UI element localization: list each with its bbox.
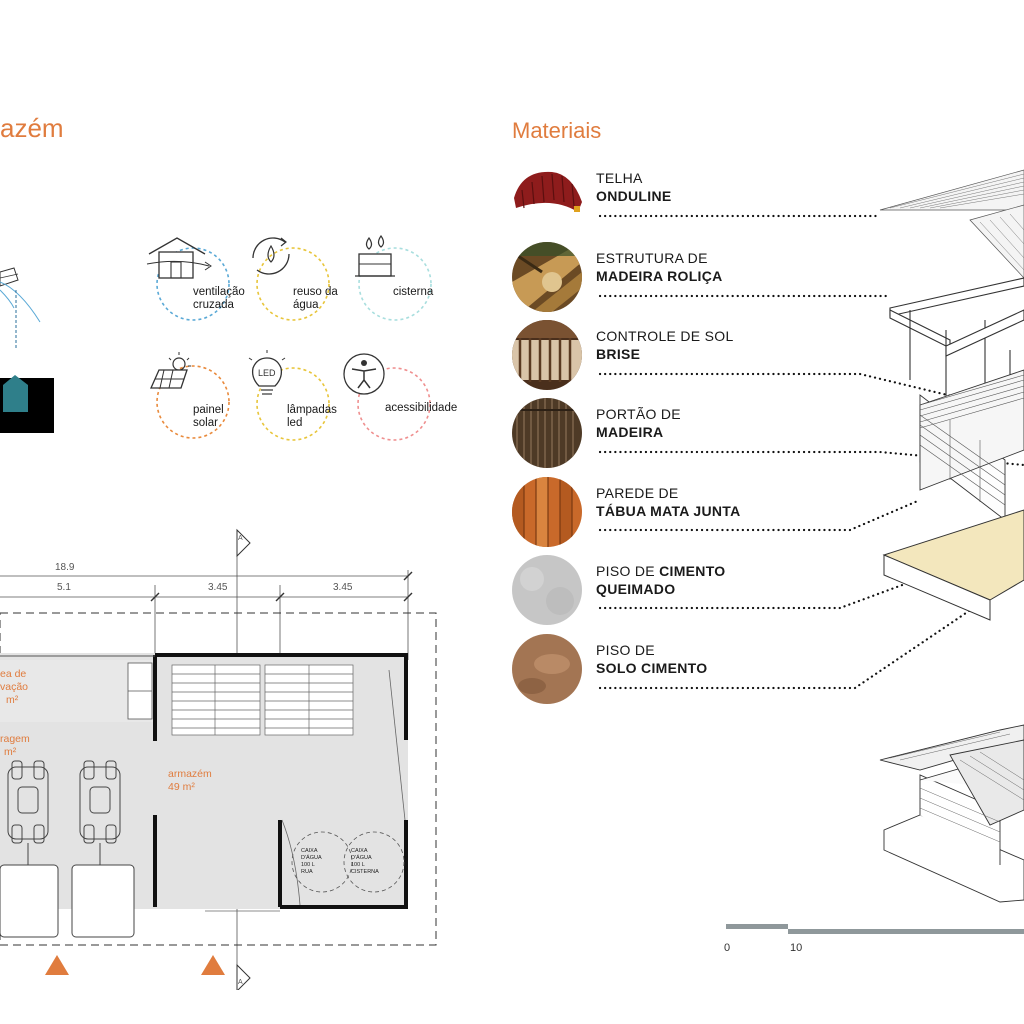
material-roof: TELHA ONDULINE: [512, 162, 892, 234]
tank-label-line: RUA: [301, 869, 313, 875]
material-line1: PAREDE DE: [596, 485, 679, 501]
material-line2: MADEIRA ROLIÇA: [596, 268, 723, 284]
section-label-top: A: [238, 535, 243, 542]
board-wall-thumb: [512, 477, 582, 547]
tank-label-line: D'ÁGUA: [351, 855, 372, 861]
wood-gate-thumb: [512, 398, 582, 468]
material-line2: ONDULINE: [596, 188, 672, 204]
strategy-solar: painel solar: [145, 350, 245, 450]
section-label-bottom: A: [238, 979, 243, 986]
material-line2: TÁBUA MATA JUNTA: [596, 503, 741, 519]
strategy-ventilation: ventilação cruzada: [145, 232, 245, 332]
area-label-line: vação: [0, 681, 29, 693]
soil-cement-thumb: [512, 634, 582, 704]
tank-label-line: CAIXA: [351, 848, 368, 854]
garage-label-line: m²: [4, 746, 17, 758]
burnished-cement-thumb: [512, 555, 582, 625]
material-gate: PORTÃO DE MADEIRA: [512, 398, 892, 470]
strategy-accessibility: acessibilidade: [340, 350, 457, 450]
section-marker-bottom: [236, 963, 251, 990]
material-line2: BRISE: [596, 346, 641, 362]
dim-c: 3.45: [333, 582, 353, 593]
entry-marker: [45, 955, 69, 975]
material-wall: PAREDE DE TÁBUA MATA JUNTA: [512, 477, 892, 549]
solar-panel-icon: [149, 352, 230, 439]
house-wind-icon: [146, 237, 230, 321]
material-floor-soil: PISO DE SOLO CIMENTO: [512, 634, 892, 706]
exploded-axonometric: [598, 169, 1024, 903]
strategy-cistern: cisterna: [345, 232, 445, 332]
material-line2: QUEIMADO: [596, 581, 676, 597]
svg-text:LED: LED: [258, 368, 276, 378]
water-recycle-icon: [252, 237, 330, 321]
material-line1-text: PISO DE: [596, 563, 660, 579]
entry-marker: [201, 955, 225, 975]
strategy-label: cisterna: [393, 286, 434, 298]
wall-layer: [919, 369, 1024, 521]
floor-layer: [882, 509, 1024, 621]
strategy-label: lâmpadas led: [287, 404, 337, 429]
strategy-label: reuso da água: [293, 286, 338, 311]
dim-b: 3.45: [208, 582, 228, 593]
area-label: ea de vação m²: [0, 668, 28, 707]
tank-label-line: CISTERNA: [351, 869, 379, 875]
tank-street-label: CAIXA D'ÁGUA 100 L RUA: [301, 848, 322, 876]
dim-a: 5.1: [57, 582, 71, 593]
area-label-line: ea de: [0, 668, 27, 680]
vehicle-2: [79, 760, 121, 865]
vehicle-1: [7, 760, 49, 865]
scale-label-0: 0: [724, 942, 731, 954]
scale-bar: [726, 924, 1024, 934]
tank-label-line: CAIXA: [301, 848, 318, 854]
storage-name: armazém: [168, 768, 212, 780]
strategy-led: LED lâmpadas led: [245, 350, 345, 450]
floor-plan: [0, 528, 437, 990]
roof-tile-thumb: [514, 171, 582, 212]
material-line1: PISO DE CIMENTO: [596, 563, 726, 579]
storage-area: 49 m²: [168, 781, 195, 793]
section-sketch: [0, 267, 54, 433]
material-structure: ESTRUTURA DE MADEIRA ROLIÇA: [512, 242, 892, 314]
material-line1-bold: CIMENTO: [659, 563, 726, 579]
material-line1: ESTRUTURA DE: [596, 250, 708, 266]
material-line1: CONTROLE DE SOL: [596, 328, 734, 344]
material-floor-cement: PISO DE CIMENTO QUEIMADO: [512, 555, 892, 627]
tank-label-line: 100 L: [351, 862, 365, 868]
cistern-icon: [355, 234, 432, 321]
garage-label: ragem m²: [0, 733, 30, 759]
section-marker-top: [236, 528, 251, 558]
led-bulb-icon: LED: [248, 350, 330, 441]
material-line2: SOLO CIMENTO: [596, 660, 708, 676]
material-line2: MADEIRA: [596, 424, 664, 440]
scale-label-10: 10: [790, 942, 803, 954]
assembled-view: [879, 724, 1024, 903]
strategy-label: ventilação cruzada: [193, 286, 245, 311]
material-line1: TELHA: [596, 170, 643, 186]
tank-label-line: 100 L: [301, 862, 315, 868]
accessibility-icon: [343, 353, 431, 441]
brise-thumb: [512, 320, 582, 390]
roof-layer: [879, 169, 1024, 279]
garage-label-line: ragem: [0, 733, 30, 745]
dim-total: 18.9: [55, 562, 75, 573]
material-brise: CONTROLE DE SOL BRISE: [512, 320, 892, 392]
material-line1: PISO DE: [596, 642, 655, 658]
structure-layer: [889, 277, 1024, 410]
tank-cistern-label: CAIXA D'ÁGUA 100 L CISTERNA: [351, 848, 379, 876]
tank-label-line: D'ÁGUA: [301, 855, 322, 861]
strategy-label: painel solar: [193, 404, 224, 429]
storage-label: armazém 49 m²: [168, 768, 212, 794]
strategy-water-reuse: reuso da água: [245, 232, 345, 332]
section-title-left: azém: [0, 113, 64, 143]
strategy-label: acessibilidade: [385, 402, 458, 414]
materials-title: Materiais: [512, 118, 602, 143]
timber-structure-thumb: [512, 242, 582, 312]
material-line1: PORTÃO DE: [596, 406, 681, 422]
area-label-line: m²: [6, 694, 19, 706]
